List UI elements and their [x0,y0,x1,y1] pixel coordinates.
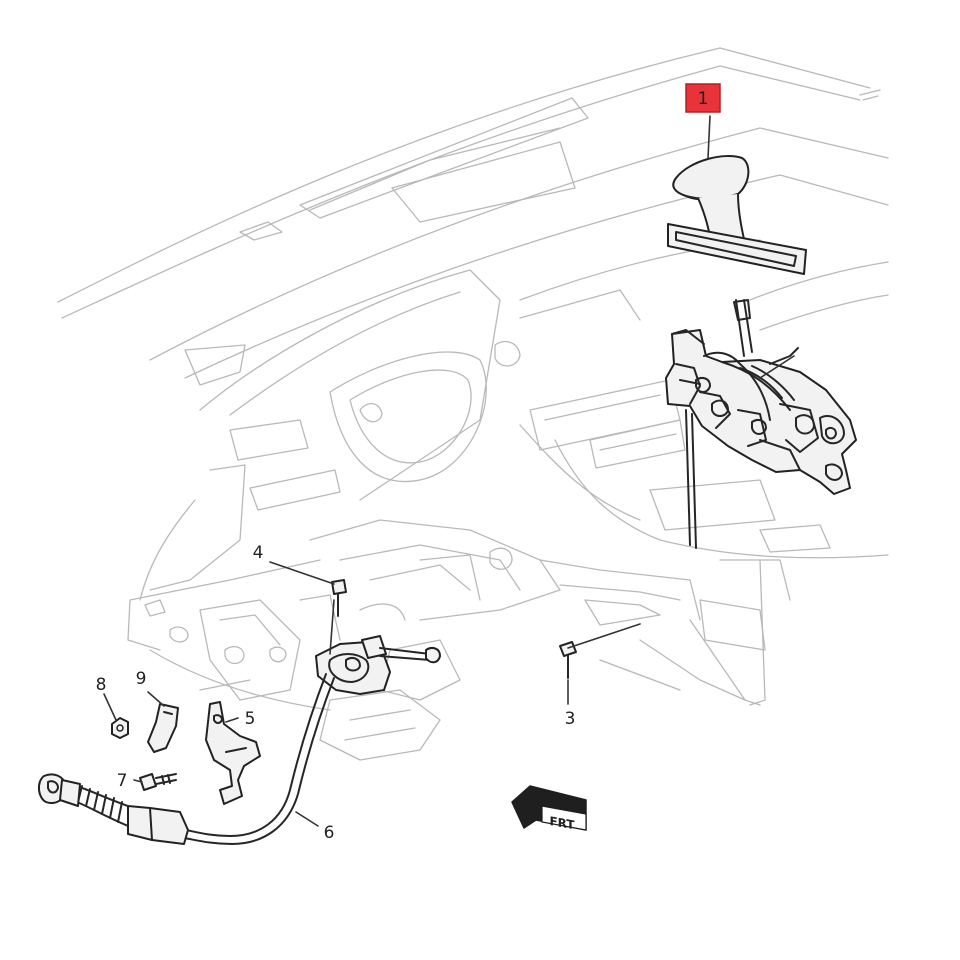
bolt-part-7 [139,773,177,791]
floor-console-outline [127,519,791,761]
leader-5 [225,717,239,723]
shift-cable-part-6 [38,673,335,845]
bolt-part-3 [559,641,577,679]
nut-part-8 [111,717,129,739]
cable-clip-part-9 [147,703,179,753]
leader-7 [133,779,143,783]
callout-1-box [685,83,721,113]
leader-1 [707,115,711,159]
shifter-control-assembly [665,299,857,549]
bracket-part-5 [205,701,261,805]
leader-3b [567,623,641,649]
leader-lines [103,115,795,827]
callout-1-label: 1 [698,89,709,109]
leader-6 [295,811,319,827]
leader-4b [329,599,335,655]
callout-3-label: 3 [565,709,576,729]
cable-bracket-assembly [315,635,441,695]
callout-1-highlighted: 1 [685,83,721,113]
leader-9 [147,691,165,707]
bolt-part-4 [331,579,347,617]
frt-label: FRT [549,814,575,832]
callout-4-label: 4 [253,543,264,563]
callout-6-label: 6 [324,823,335,843]
instrument-panel-outline [57,47,889,601]
callout-7-label: 7 [117,771,128,791]
callout-5-label: 5 [245,709,256,729]
leader-assembly [759,355,795,379]
leader-4 [269,561,335,585]
front-direction-arrow: FRT [511,785,587,832]
shift-bezel-trim [667,223,807,275]
leader-8 [103,693,117,721]
callout-8-label: 8 [96,675,107,695]
callout-9-label: 9 [136,669,147,689]
